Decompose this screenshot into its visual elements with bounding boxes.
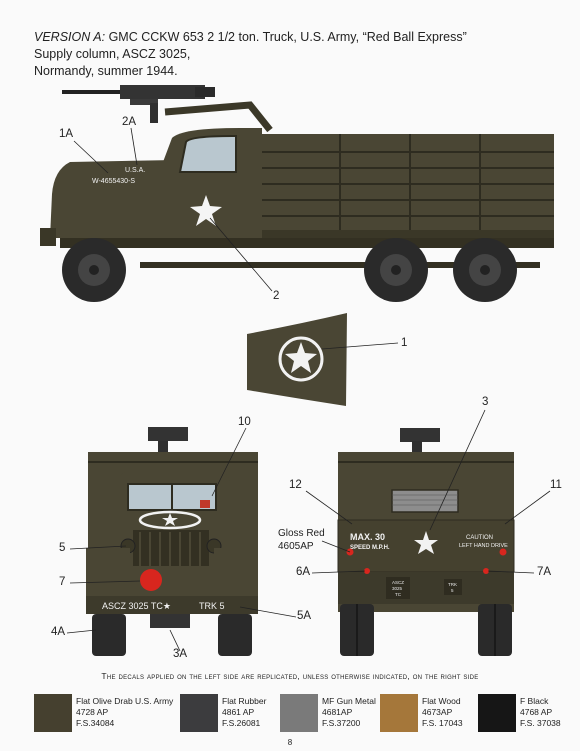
callout-1: 1 [401, 337, 408, 349]
gloss-red-name: Gloss Red [278, 528, 325, 539]
swatch-chip [280, 694, 318, 732]
swatch-name: Flat Wood [422, 696, 461, 706]
side-view: U.S.A. W-4655430-S [40, 85, 554, 302]
callout-5: 5 [59, 542, 66, 554]
gloss-red-note: Gloss Red 4605AP [278, 527, 325, 553]
rear-view: MAX. 30 SPEED M.P.H. CAUTION LEFT HAND D… [305, 409, 551, 656]
swatch-code: 4861 AP [222, 707, 255, 717]
front-bumper [86, 596, 258, 614]
callout-2A: 2A [122, 116, 137, 128]
rear-caution-text: CAUTION [466, 535, 493, 541]
front-bumper-left-text: ASCZ 3025 TC★ [102, 601, 171, 611]
callout-6A: 6A [296, 566, 311, 578]
machine-gun-side [62, 85, 215, 123]
rear-plate-tc: TC [395, 592, 402, 597]
swatch-chip [34, 694, 72, 732]
swatch-code: 4673AP [422, 707, 453, 717]
rear-max-text: MAX. 30 [350, 532, 385, 542]
callout-4A: 4A [51, 626, 66, 638]
version-title: GMC CCKW 653 2 1/2 ton. Truck, U.S. Army… [105, 30, 467, 44]
rear-plate-3025: 3025 [392, 586, 403, 591]
header-line-1: VERSION A: GMC CCKW 653 2 1/2 ton. Truck… [34, 29, 467, 46]
version-label: VERSION A: [34, 30, 106, 44]
rear-plate-ascz: ASCZ [392, 580, 404, 585]
front-red-disc [140, 569, 162, 591]
hood-usa-text: U.S.A. [125, 167, 145, 174]
callout-7A: 7A [537, 566, 552, 578]
cab-window [178, 135, 237, 173]
swatch-fs: F.S.34084 [76, 718, 115, 728]
paint-swatch-row: Flat Olive Drab U.S. Army 4728 AP F.S.34… [34, 694, 561, 732]
callout-12: 12 [289, 479, 302, 491]
star-door [190, 195, 222, 226]
hood-panel [247, 313, 399, 406]
swatch-code: 4681AP [322, 707, 353, 717]
front-view: ASCZ 3025 TC★ TRK 5 [66, 427, 297, 656]
swatch-chip [180, 694, 218, 732]
swatch-fs: F.S.26081 [222, 718, 261, 728]
rear-plate-5: 5 [451, 588, 454, 593]
swatch-fs: F.S.37200 [322, 718, 361, 728]
rear-plate-trk: TRK [448, 582, 457, 587]
gloss-red-code: 4605AP [278, 541, 314, 552]
callout-3A: 3A [173, 648, 188, 660]
swatch-name: Flat Olive Drab U.S. Army [76, 696, 174, 706]
swatch-fs: F.S. 37038 [520, 718, 561, 728]
swatch-code: 4768 AP [520, 707, 553, 717]
callout-1A: 1A [59, 128, 74, 140]
swatch-code: 4728 AP [76, 707, 109, 717]
rear-speed-text: SPEED M.P.H. [350, 545, 390, 551]
swatch-chip [478, 694, 516, 732]
page-number: 8 [287, 738, 293, 747]
callout-2: 2 [273, 290, 280, 302]
callout-7: 7 [59, 576, 66, 588]
header-line-3: Normandy, summer 1944. [34, 64, 178, 78]
hood-serial-text: W-4655430-S [92, 178, 135, 185]
side-wheels [62, 238, 517, 302]
swatch-name: F Black [520, 696, 549, 706]
callout-10: 10 [238, 416, 251, 428]
header-line-2: Supply column, ASCZ 3025, [34, 47, 191, 61]
version-header: VERSION A: GMC CCKW 653 2 1/2 ton. Truck… [34, 29, 467, 80]
swatch-fs: F.S. 17043 [422, 718, 463, 728]
rear-lhd-text: LEFT HAND DRIVE [459, 543, 508, 549]
callout-5A: 5A [297, 610, 312, 622]
callout-11: 11 [550, 479, 562, 491]
front-bumper-right-text: TRK 5 [199, 601, 225, 611]
hood [50, 160, 176, 238]
swatch-name: Flat Rubber [222, 696, 267, 706]
swatch-name: MF Gun Metal [322, 696, 376, 706]
swatch-chip [380, 694, 418, 732]
decal-footnote: The decals applied on the left side are … [101, 671, 479, 681]
callout-3: 3 [482, 396, 489, 408]
